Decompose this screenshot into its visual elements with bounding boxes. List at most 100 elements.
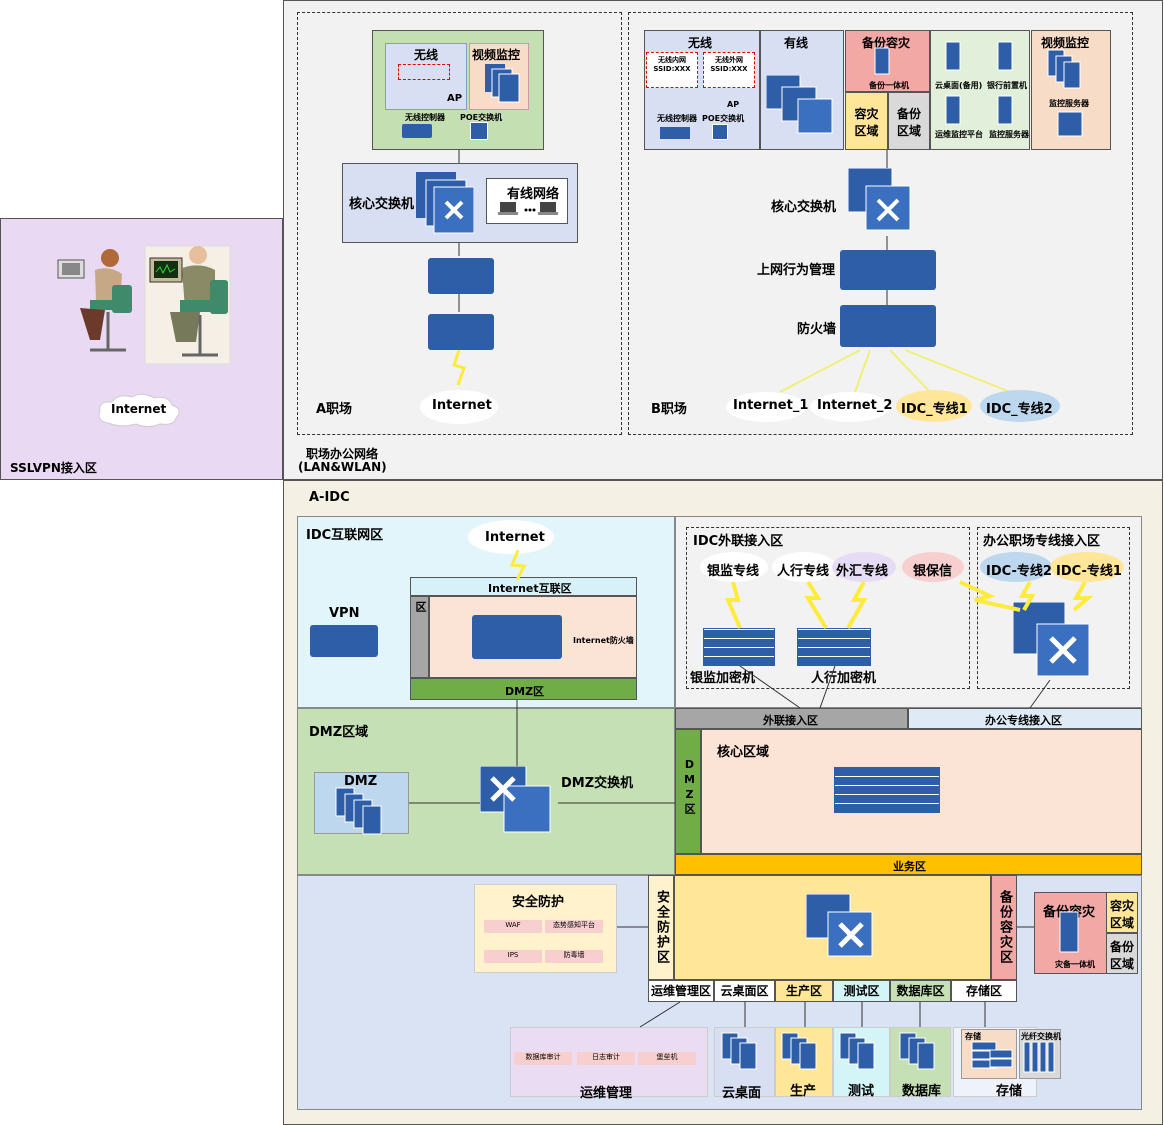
b-core-label: 核心交换机: [771, 200, 837, 215]
idc-sec-ips: IPS: [484, 950, 542, 963]
b-ac-device-icon: [840, 250, 936, 290]
b-dr-zone: 容灾 区域: [845, 92, 888, 150]
idc-ext-bar: [675, 708, 908, 729]
idc-ext-line-label-2: 人行专线: [777, 564, 830, 579]
office-title: 职场办公网络: [306, 447, 379, 461]
idc-office-bar-label: 办公专线接入区: [985, 714, 1062, 727]
b-bank-pre-label: 银行前置机: [987, 81, 1027, 90]
b-video-server-label: 监控服务器: [1049, 99, 1089, 108]
idc-core-title: 核心区域: [717, 745, 770, 760]
sslvpn-internet-label: Internet: [111, 402, 167, 416]
idc-ops-bastion: 堡垒机: [638, 1052, 696, 1065]
idc-office-switch-icon: [1013, 602, 1091, 680]
b-ssid-out-box: 无线外网 SSID:XXX: [703, 52, 755, 88]
a-video-server-icon: [485, 64, 521, 104]
idc-vpn-vbar: VPN接入区: [410, 596, 443, 678]
b-ssid-in-box: 无线内网 SSID:XXX: [646, 52, 698, 88]
idc-zone-prod: 生产区: [775, 980, 833, 1002]
sslvpn-title: SSLVPN接入区: [10, 461, 97, 475]
idc-biz-switch-icon: [806, 894, 882, 960]
idc-ext-line-label-3: 外汇专线: [836, 564, 889, 579]
b-wlc-label: 无线控制器: [657, 114, 697, 123]
idc-internet-fw-icon: [472, 615, 562, 659]
b-servers-box: [930, 30, 1030, 150]
idc-dmz-bar-label: DMZ区: [505, 685, 545, 698]
b-fw-label: 防火墙: [797, 322, 837, 337]
idc-office-line-1: [1050, 552, 1124, 582]
idc-internet-cloud-label: Internet: [485, 530, 545, 545]
a-wlc-label: 无线控制器: [405, 113, 445, 122]
idc-dr-vbar: 备份容灾区: [991, 875, 1017, 980]
idc-sec-av: 防毒墙: [545, 950, 603, 963]
idc-office-line-title: 办公职场专线接入区: [983, 534, 1101, 549]
a-wlc-icon: [402, 124, 432, 138]
b-link-label-3: IDC_专线1: [901, 402, 968, 417]
idc-dmz-switch-icon: [480, 766, 558, 834]
a-laptops-icon: [498, 200, 558, 216]
a-ac-device-icon: [428, 258, 494, 294]
idc-sec-vbar-label: 安全防护区: [654, 890, 669, 965]
idc-office-line-label-1: IDC-专线1: [1056, 564, 1122, 579]
idc-dmz-box-label: DMZ: [344, 774, 378, 789]
idc-internet-title: IDC互联网区: [306, 528, 384, 543]
a-video-title: 视频监控: [472, 48, 521, 62]
b-link-label-2: Internet_2: [817, 398, 893, 413]
idc-core-dmz-vbar-label: DMZ区: [683, 758, 696, 816]
idc-office-bar: [908, 708, 1142, 729]
a-wired-box: [486, 178, 568, 224]
idc-dmz-title: DMZ区域: [309, 725, 369, 740]
a-internet-label: Internet: [432, 398, 492, 413]
a-ap-label: AP: [447, 93, 463, 104]
b-backup-title: 备份容灾: [862, 36, 911, 50]
idc-ext-line-label-4: 银保信: [913, 564, 953, 579]
b-link-label-1: Internet_1: [733, 398, 809, 413]
sslvpn-panel: [0, 218, 283, 480]
idc-ext-bar-label: 外联接入区: [763, 714, 818, 727]
idc-dr-title: 备份容灾: [1043, 905, 1096, 920]
idc-zone-storage: 存储区: [951, 980, 1017, 1002]
b-poe-icon: [712, 124, 728, 140]
idc-biz-bar: [675, 854, 1142, 875]
idc-zone-ops: 运维管理区: [648, 980, 714, 1002]
idc-dr-zone: 容灾 区域: [1106, 892, 1138, 933]
office-workers-illustration: [50, 240, 235, 370]
a-ssid-box: [398, 64, 450, 80]
b-backup-box-label: 备份一体机: [869, 81, 909, 90]
b-link-idc-2: [980, 390, 1060, 422]
idc-enc1-label: 银监加密机: [690, 671, 756, 686]
a-office-zone: [297, 12, 622, 435]
idc-fc-label: 光纤交换机: [1021, 1032, 1061, 1041]
idc-bk-zone: 备份 区域: [1106, 933, 1138, 974]
idc-store-box-label: 存储: [965, 1032, 981, 1041]
b-video-title: 视频监控: [1041, 36, 1090, 50]
idc-dr-vbar-label: 备份容灾区: [997, 890, 1012, 965]
b-af-device-icon: [840, 305, 936, 347]
office-subtitle: (LAN&WLAN): [298, 460, 387, 474]
b-wireless-title: 无线: [688, 36, 713, 50]
idc-bottom-vdi-label: 云桌面: [722, 1086, 762, 1101]
a-core-switch-icon: [416, 172, 474, 234]
idc-bottom-db-label: 数据库: [902, 1084, 942, 1099]
idc-ext-line-1: [700, 552, 768, 582]
idc-sec-vbar: 安全防护区: [648, 875, 674, 980]
idc-vpn-device-icon: [310, 625, 378, 657]
idc-zone-test: 测试区: [833, 980, 890, 1002]
idc-dmz-switch-label: DMZ交换机: [561, 776, 634, 791]
idc-ext-line-3: [832, 552, 896, 582]
idc-sec-waf: WAF: [484, 920, 542, 933]
idc-ops-db-audit: 数据库审计: [514, 1052, 572, 1065]
idc-office-line-2: [980, 552, 1052, 582]
idc-bottom-test-label: 测试: [848, 1084, 875, 1099]
idc-enc1-icon: [703, 628, 775, 666]
idc-ops-log-audit: 日志审计: [577, 1052, 635, 1065]
a-af-device-icon: [428, 314, 494, 350]
b-ops-monitor-label: 运维监控平台: [935, 130, 983, 139]
b-core-switch-icon: [848, 168, 918, 236]
idc-bottom-storage-label: 存储: [996, 1084, 1023, 1099]
idc-ext-line-2: [772, 552, 836, 582]
a-office-label: A职场: [316, 402, 353, 417]
idc-vpn-label: VPN: [329, 606, 360, 621]
b-link-internet-1: [726, 392, 806, 422]
idc-enc2-icon: [797, 628, 871, 666]
b-poe-label: POE交换机: [702, 114, 745, 123]
